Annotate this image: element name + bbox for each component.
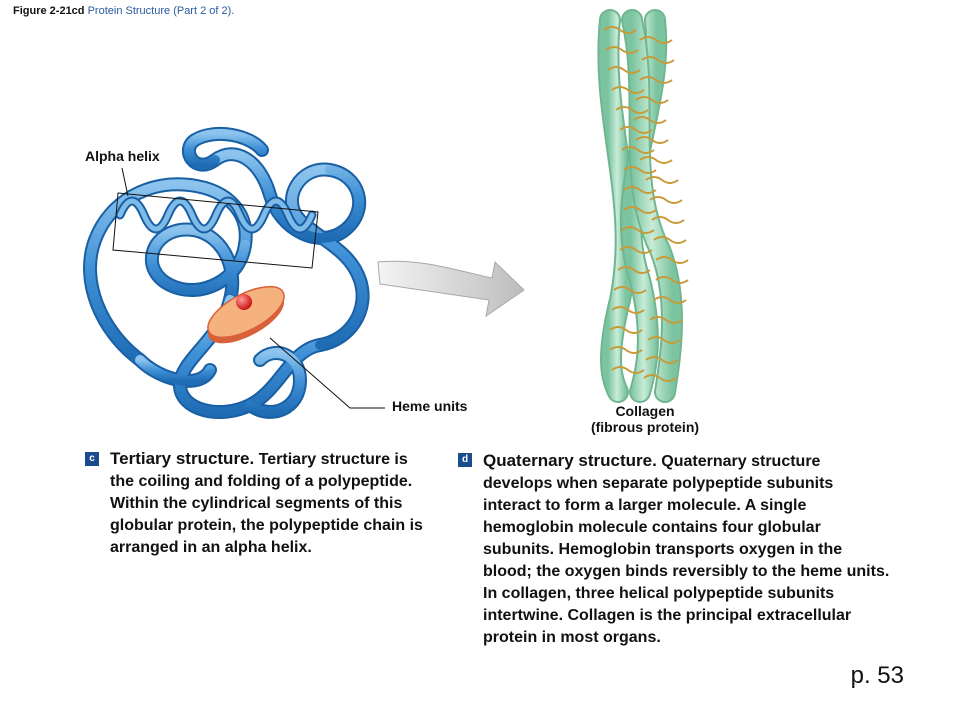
figure-header: Figure 2-21cd Protein Structure (Part 2 … <box>13 5 234 17</box>
panel-d-heading: Quaternary structure. <box>483 451 657 470</box>
figure-number: Figure 2-21cd <box>13 5 85 17</box>
panel-c-caption: Tertiary structure. Tertiary structure i… <box>110 448 435 559</box>
panel-c-heading: Tertiary structure. <box>110 449 255 468</box>
collagen-label-line1: Collagen <box>615 403 675 419</box>
transition-arrow <box>377 260 525 318</box>
heme-unit <box>207 285 285 344</box>
panel-c-badge: c <box>85 452 99 466</box>
collagen-label: Collagen (fibrous protein) <box>570 403 720 435</box>
page-number: p. 53 <box>850 662 904 689</box>
alpha-helix-box <box>112 192 319 269</box>
alpha-helix-label: Alpha helix <box>85 148 160 164</box>
heme-units-label: Heme units <box>392 398 468 414</box>
panel-d-text: Quaternary structure develops when separ… <box>483 453 890 646</box>
heme-leader <box>269 337 385 409</box>
alpha-helix-leader <box>121 167 129 197</box>
figure-title: Protein Structure (Part 2 of 2). <box>87 5 235 17</box>
panel-d-badge: d <box>458 453 472 467</box>
panel-d-caption: Quaternary structure. Quaternary structu… <box>483 450 893 649</box>
panel-c-text: Tertiary structure is the coiling and fo… <box>110 451 423 556</box>
globular-protein-ribbon <box>83 126 370 420</box>
collagen-triple-helix <box>597 9 689 403</box>
oxygen-molecule <box>236 294 252 310</box>
collagen-label-line2: (fibrous protein) <box>590 419 700 435</box>
